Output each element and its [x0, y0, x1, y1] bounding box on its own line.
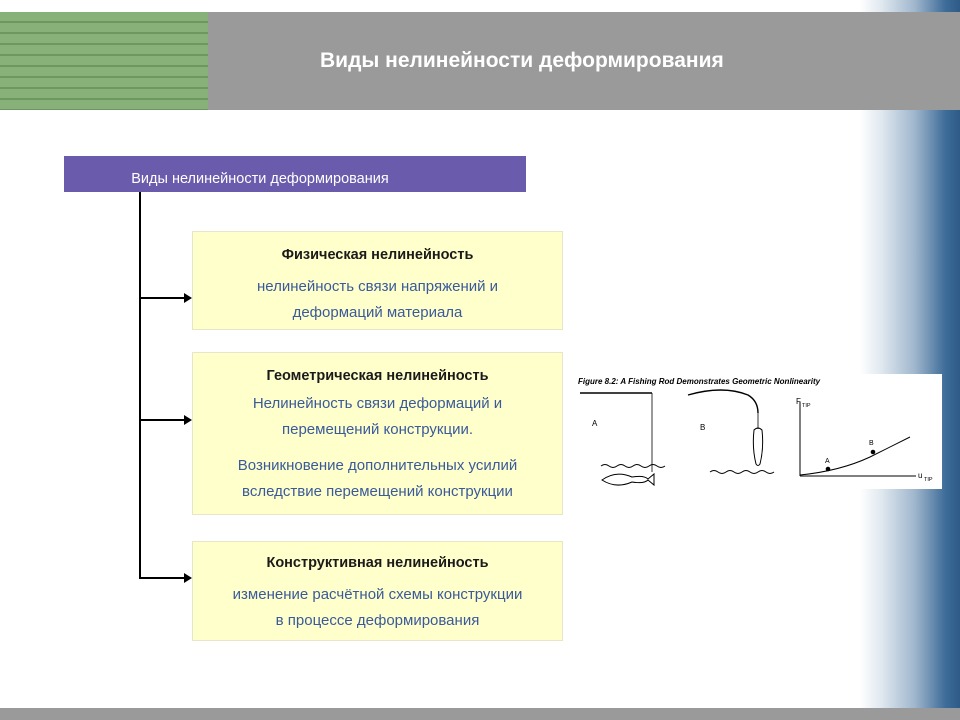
panel-b-label: B — [700, 423, 705, 432]
card-text-line: в процессе деформирования — [275, 612, 480, 629]
card-description: нелинейность связи напряжений и деформац… — [193, 274, 562, 326]
x-axis-label: u — [918, 471, 922, 480]
card-text-line: деформаций материала — [292, 304, 463, 321]
card-description: Нелинейность связи деформаций и перемеще… — [193, 391, 562, 505]
arrow-physical — [140, 293, 192, 303]
y-axis-subscript: TIP — [802, 403, 811, 409]
curve-point-a — [825, 466, 831, 472]
card-text-line: Возникновение дополнительных усилий — [237, 457, 518, 474]
force-displacement-curve — [799, 436, 911, 476]
slide-header: Виды нелинейности деформирования — [0, 12, 960, 110]
card-text-line: изменение расчётной схемы конструкции — [232, 586, 523, 603]
fish-icon — [601, 472, 655, 487]
card-title: Геометрическая нелинейность — [266, 368, 489, 384]
y-axis-label: F — [796, 397, 801, 406]
card-text-line: нелинейность связи напряжений и — [256, 278, 499, 295]
x-axis-subscript: TIP — [924, 477, 933, 483]
card-constructive-nonlinearity: Конструктивная нелинейность изменение ра… — [192, 541, 563, 641]
card-description: изменение расчётной схемы конструкции в … — [193, 582, 562, 634]
slide-title: Виды нелинейности деформирования — [320, 49, 724, 72]
right-gradient-band — [860, 0, 960, 720]
arrow-constructive — [140, 573, 192, 583]
tree-connector-line — [139, 192, 141, 579]
fishing-rod-figure: Figure 8.2: A Fishing Rod Demonstrates G… — [576, 374, 942, 489]
arrow-geometric — [140, 415, 192, 425]
water-wave — [600, 464, 666, 468]
rod-bent — [687, 389, 759, 414]
figure-caption: Figure 8.2: A Fishing Rod Demonstrates G… — [578, 377, 821, 386]
point-a-label: A — [825, 458, 830, 465]
card-text-line: Нелинейность связи деформаций и — [252, 395, 503, 412]
card-physical-nonlinearity: Физическая нелинейность нелинейность свя… — [192, 231, 563, 330]
hanging-fish-icon — [752, 427, 764, 466]
panel-a-label: A — [592, 419, 598, 428]
root-category-box: Виды нелинейности деформирования — [64, 156, 526, 192]
footer-bar — [0, 708, 960, 720]
card-title: Конструктивная нелинейность — [266, 555, 489, 571]
card-title: Физическая нелинейность — [281, 247, 474, 263]
header-bar — [208, 12, 960, 110]
header-striped-block — [0, 12, 208, 110]
water-wave — [709, 470, 775, 474]
card-geometric-nonlinearity: Геометрическая нелинейность Нелинейность… — [192, 352, 563, 515]
point-b-label: B — [869, 440, 874, 447]
card-text-line: вследствие перемещений конструкции — [242, 483, 513, 500]
curve-point-b — [870, 449, 876, 455]
card-text-line: перемещений конструкции. — [281, 421, 473, 438]
fishing-rod-illustration: Figure 8.2: A Fishing Rod Demonstrates G… — [578, 377, 933, 487]
